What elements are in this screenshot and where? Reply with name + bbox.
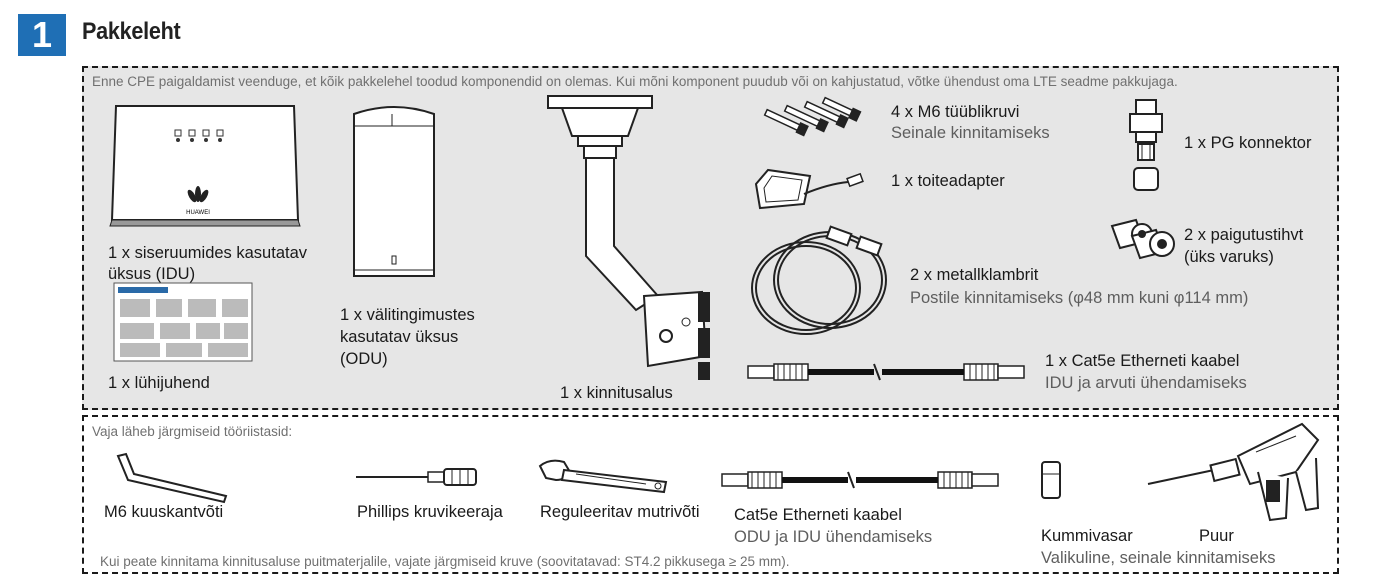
drill-label: Puur — [1199, 527, 1234, 545]
pins-label-line2: (üks varuks) — [1184, 248, 1274, 266]
power-adapter-image — [754, 168, 864, 210]
cable-label-line1: 1 x Cat5e Etherneti kaabel — [1045, 352, 1240, 370]
odu-label-line1: 1 x välitingimustes — [340, 306, 475, 324]
step-number-badge: 1 — [18, 14, 66, 56]
screws-label-line1: 4 x M6 tüüblikruvi — [891, 103, 1020, 121]
tools-note: Vaja läheb järgmiseid tööriistasid: — [92, 424, 293, 439]
hex-key-icon — [116, 452, 228, 504]
page-title: Pakkeleht — [82, 18, 181, 45]
idu-label-line1: 1 x siseruumides kasutatav — [108, 244, 308, 262]
quick-guide-label: 1 x lühijuhend — [108, 374, 210, 392]
clamps-label-line2: Postile kinnitamiseks (φ48 mm kuni φ114 … — [910, 289, 1249, 307]
idu-router-image: HUAWEI — [109, 105, 301, 227]
huawei-logo-icon — [187, 186, 209, 203]
power-adapter-label: 1 x toiteadapter — [891, 172, 1005, 190]
adjustable-wrench-icon — [538, 459, 668, 494]
positioning-pins-image — [1110, 218, 1175, 260]
idu-brand-text: HUAWEI — [186, 210, 210, 216]
screwdriver-label: Phillips kruvikeeraja — [357, 503, 503, 521]
hex-key-label: M6 kuuskantvõti — [104, 503, 224, 521]
wall-screws-image — [763, 96, 862, 137]
rubber-mallet-icon — [1041, 461, 1061, 499]
tools-ethernet-cable-icon — [721, 471, 999, 489]
drill-icon — [1147, 422, 1320, 522]
idu-label-line2: üksus (IDU) — [108, 265, 196, 283]
package-note: Enne CPE paigaldamist veenduge, et kõik … — [92, 74, 1178, 89]
cable-label-line2: IDU ja arvuti ühendamiseks — [1045, 374, 1247, 392]
clamps-label-line1: 2 x metallklambrit — [910, 266, 1039, 284]
ethernet-cable-image — [747, 363, 1025, 381]
mounting-bracket-image — [547, 95, 710, 380]
odu-label-line3: (ODU) — [340, 350, 388, 368]
mallet-label: Kummivasar — [1041, 527, 1133, 545]
wrench-label: Reguleeritav mutrivõti — [540, 503, 700, 521]
tools-panel — [82, 415, 1339, 574]
pins-label-line1: 2 x paigutustihvt — [1184, 226, 1304, 244]
tools-cable-label-line1: Cat5e Etherneti kaabel — [734, 506, 902, 524]
screws-label-line2: Seinale kinnitamiseks — [891, 124, 1050, 142]
metal-clamps-image — [751, 225, 887, 335]
odu-unit-image — [353, 106, 435, 277]
mounting-bracket-label: 1 x kinnitusalus — [560, 384, 673, 402]
odu-label-line2: kasutatav üksus — [340, 328, 459, 346]
screwdriver-icon — [356, 468, 477, 486]
quick-guide-image — [113, 282, 253, 362]
pg-connector-label: 1 x PG konnektor — [1184, 134, 1312, 152]
optional-tools-label: Valikuline, seinale kinnitamiseks — [1041, 549, 1276, 567]
wood-screws-footnote: Kui peate kinnitama kinnitusaluse puitma… — [100, 554, 790, 569]
tools-cable-label-line2: ODU ja IDU ühendamiseks — [734, 528, 933, 546]
pg-connector-image — [1129, 99, 1163, 191]
